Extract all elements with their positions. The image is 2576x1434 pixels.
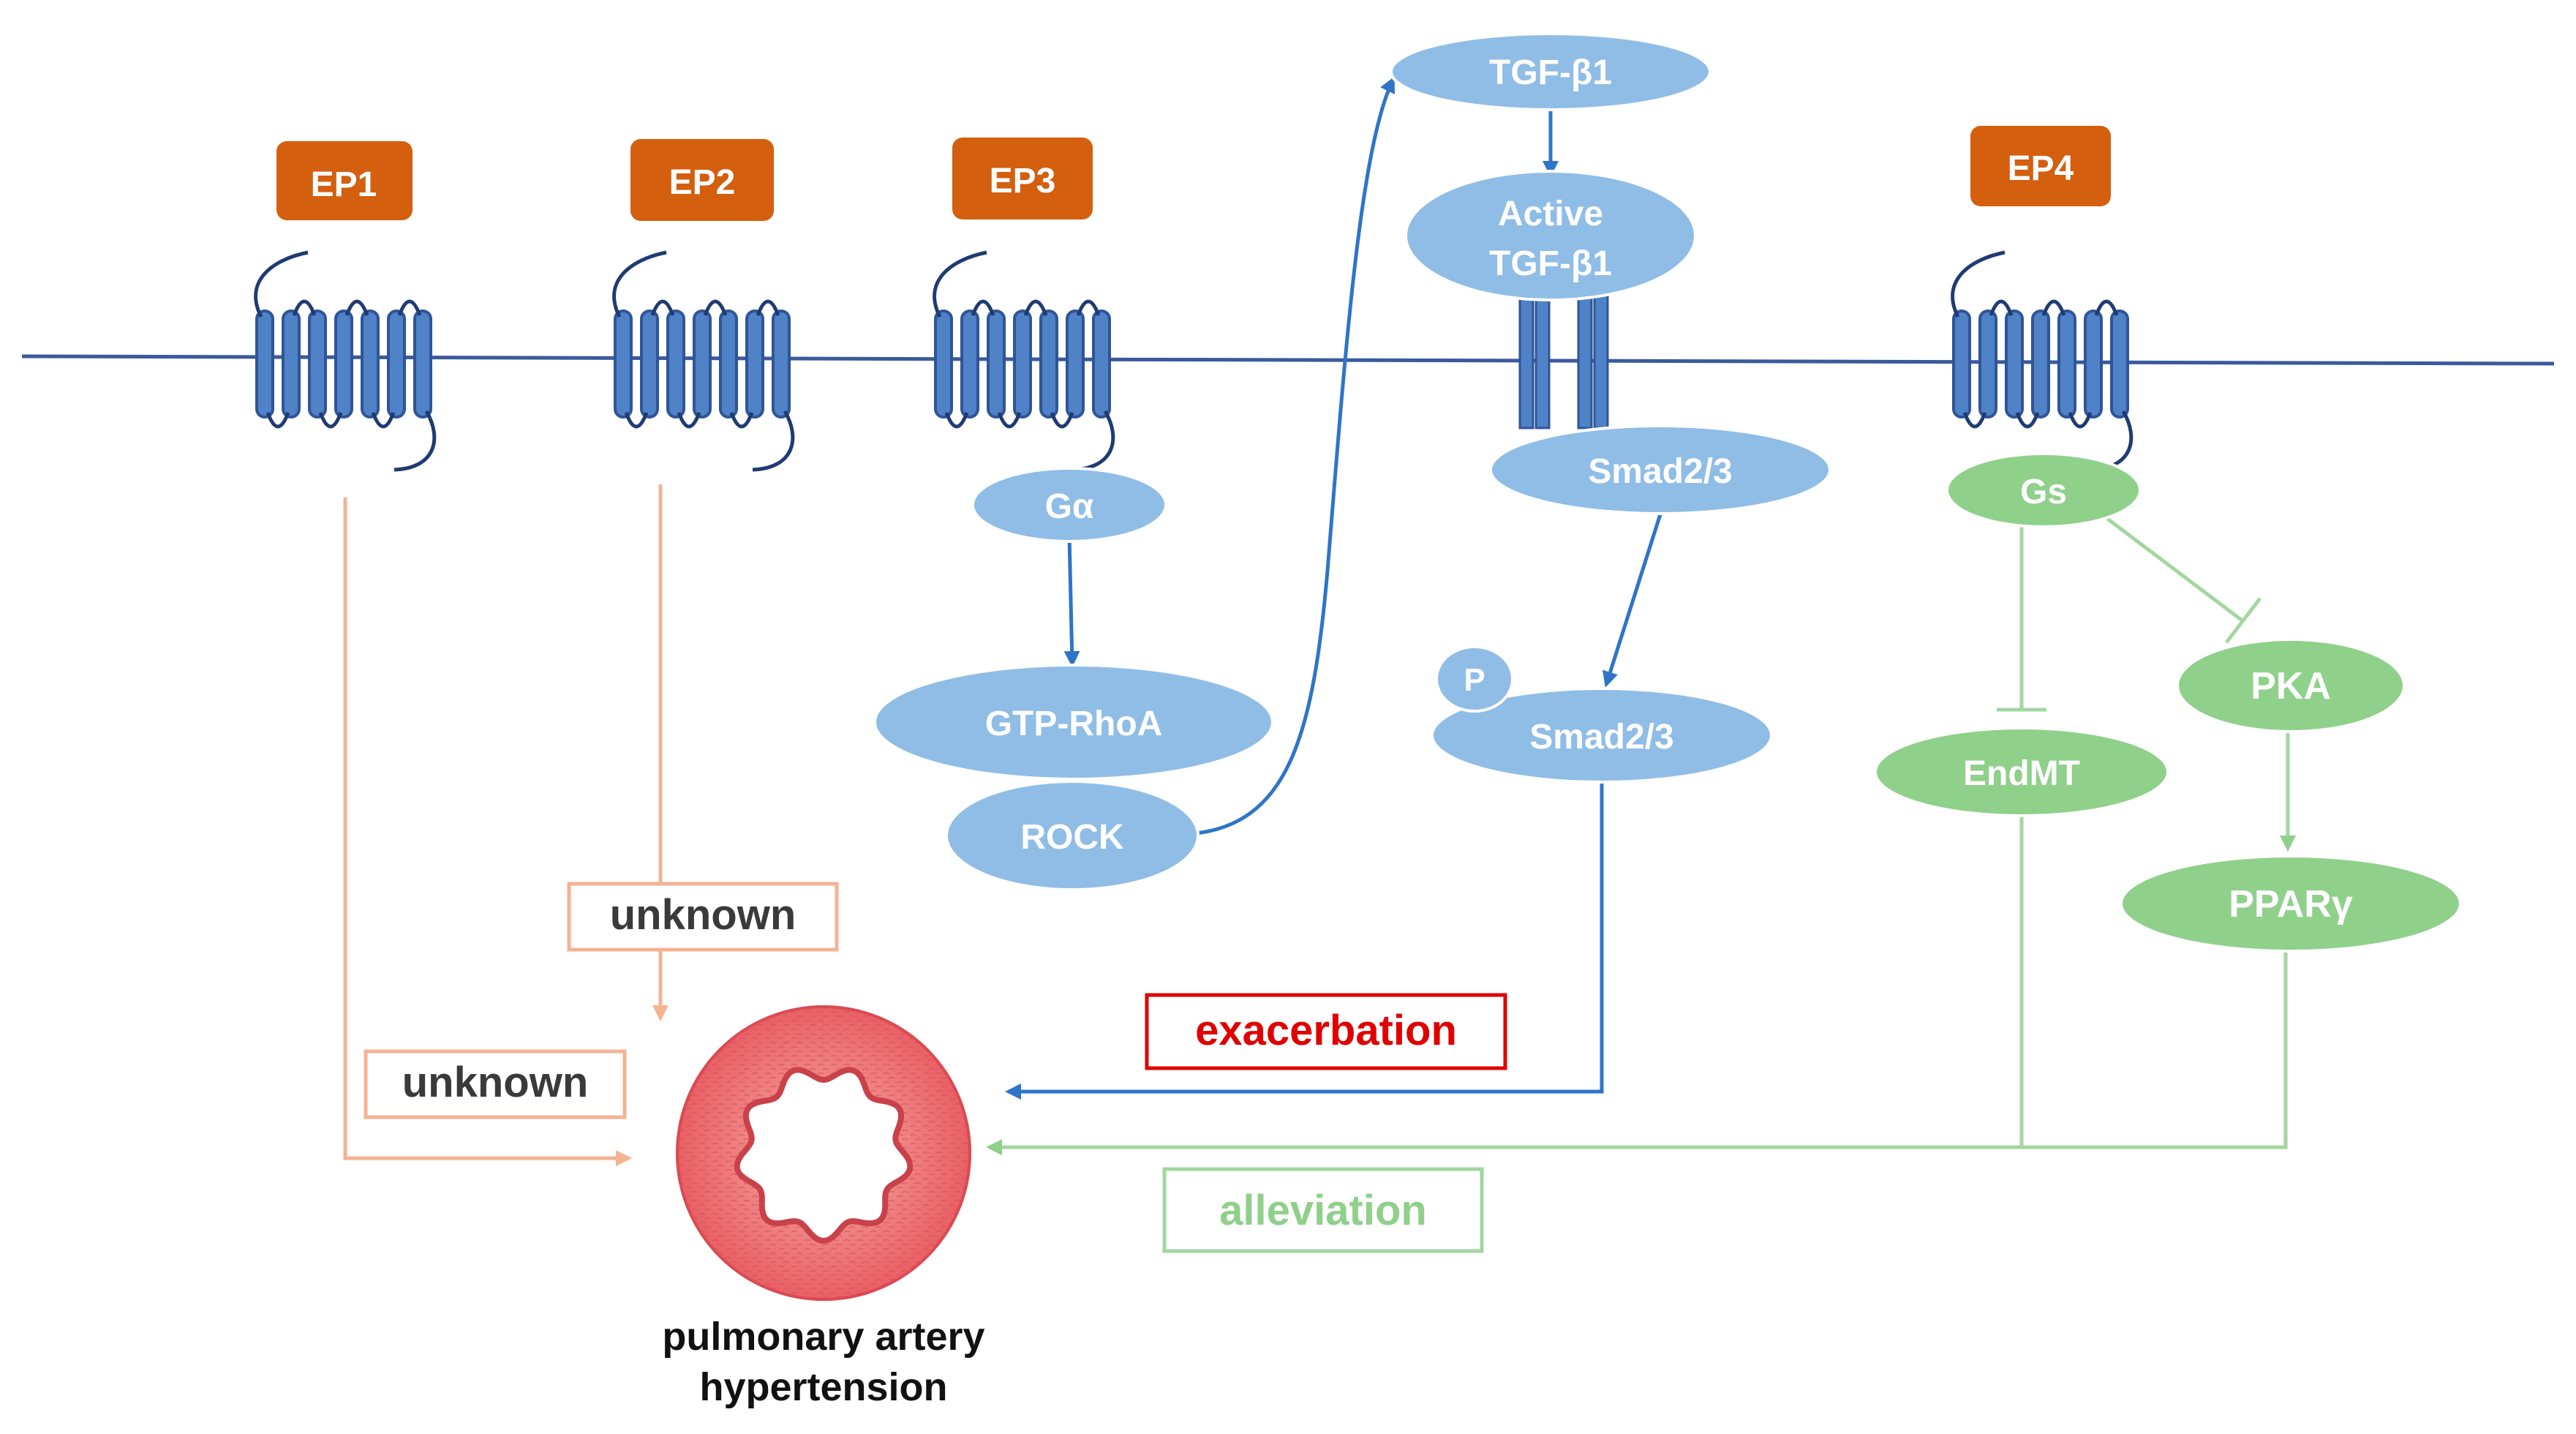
ep4-badge [1970, 126, 2111, 206]
endmt-node [1874, 727, 2169, 817]
active-label-line2: TGF-β1 [1489, 244, 1612, 283]
active-label-line1: Active [1498, 195, 1603, 233]
ppar-node [2120, 855, 2462, 953]
exacerbation-label: exacerbation [1195, 1007, 1457, 1054]
gs-node [1946, 452, 2142, 528]
phosphate-label: P [1464, 662, 1485, 698]
alleviation-box [1162, 1167, 1484, 1253]
outcome-line2: hypertension [699, 1365, 947, 1409]
ep3-seven-tm-icon [933, 250, 1115, 472]
ep1-badge [276, 141, 413, 220]
ep3-label: EP3 [990, 162, 1056, 200]
ep2-label: EP2 [669, 163, 736, 202]
arrow-ep1-to-pah [343, 498, 632, 1166]
arrow-ep4-to-pah [986, 951, 2288, 1155]
cell-membrane [21, 354, 2555, 366]
gtp-rhoa-node [873, 664, 1274, 781]
gtp-rhoa-label: GTP-RhoA [985, 705, 1163, 743]
ep4-receptor-group: EP4 [1951, 126, 2134, 472]
ep3-receptor-group: EP3 [933, 138, 1115, 472]
rock-node [945, 780, 1200, 891]
artery-cross-section [676, 1005, 971, 1301]
active-tgf-b1-node [1404, 170, 1697, 301]
pka-node [2176, 638, 2406, 733]
pka-label: PKA [2251, 665, 2331, 707]
ppar-label: PPARγ [2229, 883, 2353, 926]
ep3-badge [952, 138, 1093, 219]
ep2-badge [630, 139, 774, 221]
endmt-label: EndMT [1963, 754, 2080, 793]
rock-label: ROCK [1020, 818, 1124, 857]
g-alpha-node [971, 467, 1167, 543]
outcome-line1: pulmonary artery [662, 1315, 984, 1359]
exacerbation-box [1145, 993, 1507, 1070]
ep1-seven-tm-icon [254, 250, 437, 472]
ep1-label: EP1 [311, 165, 377, 204]
ep4-label: EP4 [2008, 149, 2074, 188]
inhibit-gs-to-pka [2105, 517, 2245, 623]
tgf-beta-receptor [1518, 288, 1609, 429]
phospho-smad-label: Smad2/3 [1529, 718, 1673, 757]
tgf-b1-label: TGF-β1 [1489, 53, 1612, 92]
unknown-ep2-label: unknown [610, 891, 796, 939]
arrow-smad-to-pah [1005, 779, 1604, 1100]
smad-node [1489, 424, 1831, 515]
unknown-ep2-box [567, 882, 839, 952]
smad-label: Smad2/3 [1588, 452, 1732, 491]
ep2-receptor-group: EP2 [612, 139, 795, 472]
gs-label: Gs [2020, 473, 2067, 511]
tgf-b1-node [1390, 32, 1711, 111]
phospho-smad-node [1431, 687, 1773, 784]
unknown-ep1-label: unknown [402, 1059, 589, 1106]
inhibit-bar-pka [2225, 597, 2261, 644]
alleviation-label: alleviation [1219, 1187, 1427, 1234]
arrow-smad-phospho [1602, 514, 1662, 688]
ep2-seven-tm-icon [612, 250, 795, 472]
phosphate-badge [1435, 645, 1514, 713]
unknown-ep1-box [364, 1049, 627, 1119]
artery-lumen [734, 1067, 914, 1245]
arrow-rock-to-tgf [1188, 76, 1396, 836]
g-alpha-label: Gα [1045, 487, 1094, 526]
ep4-seven-tm-icon [1951, 250, 2134, 472]
arrow-galpha-to-rhoa [1063, 535, 1080, 667]
ep1-receptor-group: EP1 [254, 141, 437, 472]
